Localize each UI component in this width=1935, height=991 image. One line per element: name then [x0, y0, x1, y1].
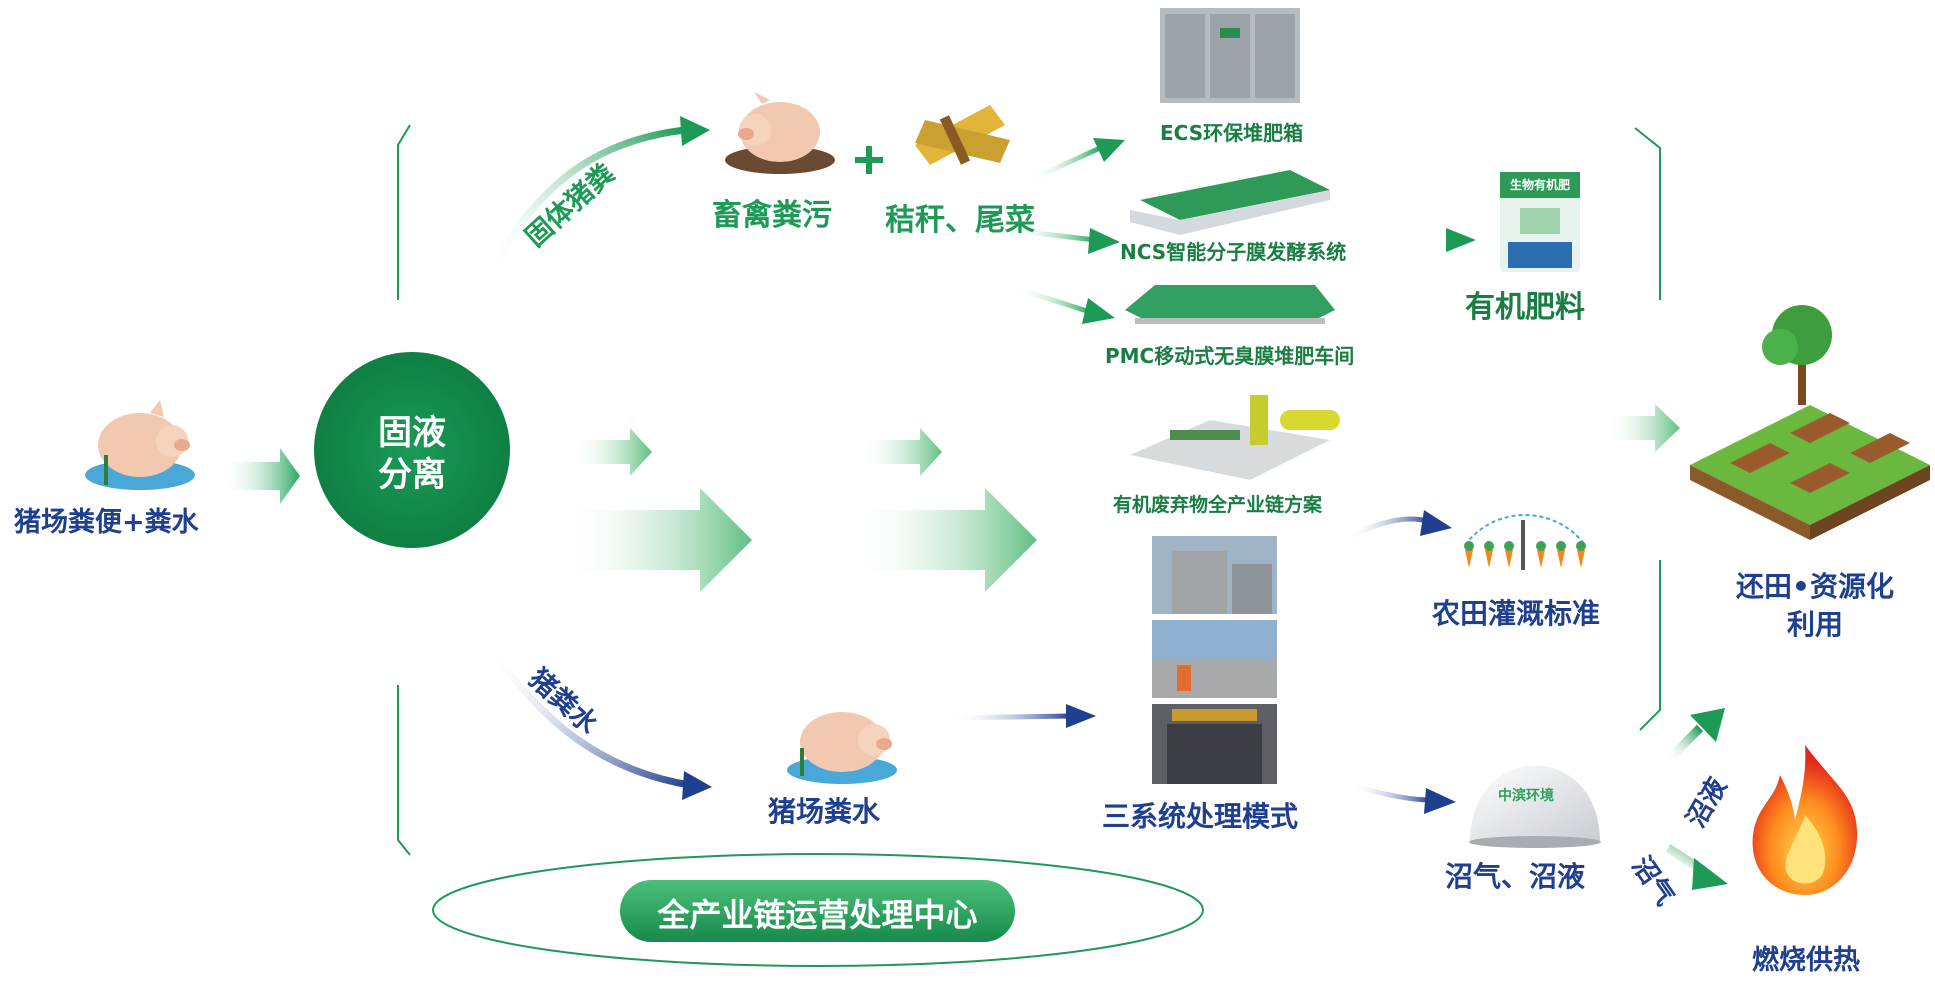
separation-line2: 分离 — [378, 455, 446, 495]
pipe-photo — [1152, 620, 1277, 698]
farmland-icon — [1690, 305, 1930, 540]
irrigation-icon — [1464, 514, 1586, 570]
fertilizer-bag-text: 生物有机肥 — [1509, 178, 1570, 192]
center-ellipse — [432, 853, 1204, 967]
mid-arrow-big-2 — [850, 488, 1037, 592]
center-label: 全产业链运营处理中心 — [657, 896, 978, 934]
mid-arrow-small-1 — [570, 428, 652, 476]
liquid-system-label: 三系统处理模式 — [1102, 800, 1299, 833]
biogas-label: 沼气、沼液 — [1445, 860, 1586, 893]
middle-label: 有机废弃物全产业链方案 — [1113, 494, 1323, 516]
pig-wastewater-icon — [787, 712, 897, 784]
ncs-label: NCS智能分子膜发酵系统 — [1120, 240, 1347, 264]
equipment-photo — [1152, 704, 1277, 784]
blue-arrows — [949, 510, 1456, 814]
right-bracket — [1634, 127, 1661, 731]
ecs-label: ECS环保堆肥箱 — [1160, 121, 1304, 145]
fertilizer-bag-icon — [1500, 172, 1580, 272]
farmland-label: 还田•资源化 利用 — [1700, 568, 1930, 644]
plus-icon — [855, 146, 883, 174]
irrigation-label: 农田灌溉标准 — [1432, 597, 1601, 630]
biogas-dome-icon — [1469, 765, 1601, 848]
solid-branch-arrow — [486, 126, 686, 274]
mid-arrow-big-1 — [560, 488, 752, 592]
farmland-line2: 利用 — [1786, 608, 1843, 641]
ncs-system-icon — [1130, 170, 1330, 235]
organic-plant-icon — [1130, 395, 1340, 480]
liquid-input-label: 猪场粪水 — [768, 795, 881, 828]
separation-label: 固液 分离 — [314, 412, 510, 496]
pmc-system-icon — [1125, 285, 1335, 324]
straw-label: 秸秆、尾菜 — [885, 203, 1035, 238]
liquid-branch-arrow — [489, 646, 691, 789]
pig-source-icon — [85, 400, 195, 490]
heating-label: 燃烧供热 — [1752, 945, 1860, 976]
biogas-liquid-arrow — [1664, 724, 1704, 764]
source-label: 猪场粪便+粪水 — [14, 507, 199, 538]
center-pill — [620, 880, 1015, 942]
farmland-arrow — [1605, 404, 1680, 452]
left-bracket — [397, 124, 411, 856]
tank-photo — [1152, 536, 1277, 614]
separation-circle — [314, 352, 510, 548]
fertilizer-label: 有机肥料 — [1465, 290, 1585, 325]
straw-icon — [915, 105, 1010, 165]
system-arrows — [1009, 138, 1476, 324]
biogas-dome-text: 中滨环境 — [1498, 788, 1554, 804]
separation-line1: 固液 — [378, 413, 446, 453]
farmland-line1: 还田•资源化 — [1736, 570, 1894, 603]
mid-arrow-small-2 — [860, 428, 942, 476]
pmc-label: PMC移动式无臭膜堆肥车间 — [1105, 344, 1355, 368]
pig-manure-icon — [725, 92, 835, 174]
manure-label: 畜禽粪污 — [712, 198, 832, 233]
flame-icon — [1752, 745, 1858, 895]
source-arrow — [222, 448, 300, 504]
ecs-container-icon — [1160, 8, 1300, 103]
